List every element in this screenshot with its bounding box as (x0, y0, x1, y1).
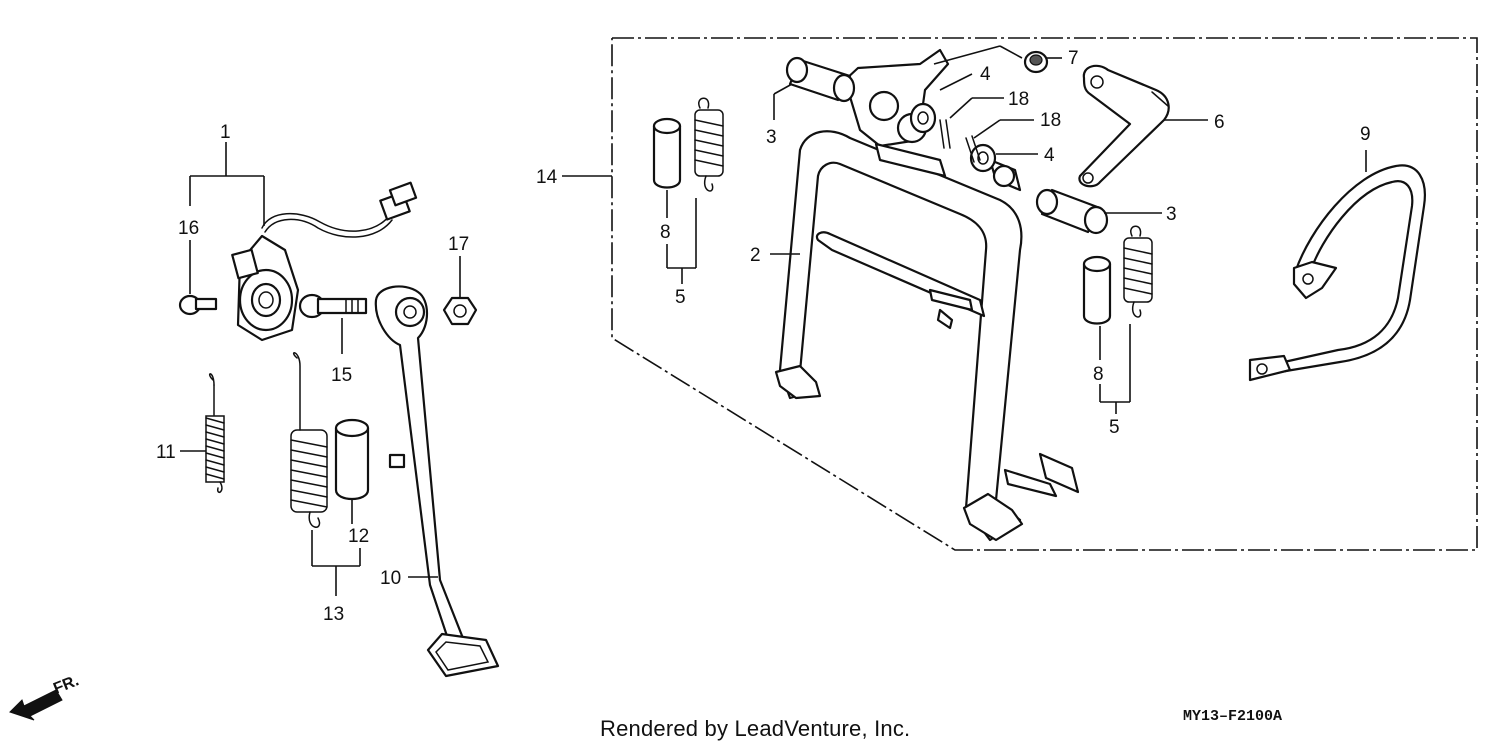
pivot-bolt-15[interactable] (298, 293, 368, 319)
callout-16: 16 (178, 218, 199, 239)
callout-13: 13 (323, 604, 344, 625)
grab-bar-9[interactable] (1248, 164, 1426, 382)
cotter-pin-18-lower[interactable] (965, 135, 981, 163)
collar-8-right[interactable] (1082, 255, 1112, 325)
callouts: 1 16 17 15 11 12 13 10 14 2 3 3 4 4 7 18… (156, 48, 1371, 625)
callout-7: 7 (1068, 48, 1079, 69)
callout-3-upper: 3 (766, 127, 777, 148)
callout-5-left: 5 (675, 287, 686, 308)
pipe-3-lower[interactable] (1035, 188, 1109, 235)
spring-5-left[interactable] (694, 97, 724, 192)
callout-4-upper: 4 (980, 64, 991, 85)
leader-lines (180, 45, 1367, 596)
callout-3-lower: 3 (1166, 204, 1177, 225)
spring-13[interactable] (290, 352, 328, 528)
callout-9: 9 (1360, 124, 1371, 145)
callout-8-left: 8 (660, 222, 671, 243)
callout-18-upper: 18 (1008, 89, 1029, 110)
front-label: FR. (51, 672, 81, 697)
main-stand-2[interactable] (774, 48, 1080, 542)
collar-8-left[interactable] (652, 117, 682, 189)
side-stand-10[interactable] (374, 285, 500, 678)
callout-12: 12 (348, 526, 369, 547)
callout-10: 10 (380, 568, 401, 589)
spring-11[interactable] (205, 373, 225, 494)
assembly-boundary (611, 37, 1478, 551)
callout-6: 6 (1214, 112, 1225, 133)
cotter-pin-18-upper[interactable] (939, 119, 951, 149)
callout-15: 15 (331, 365, 352, 386)
spring-5-right[interactable] (1123, 225, 1153, 318)
bracket-6[interactable] (1078, 64, 1170, 188)
callout-17: 17 (448, 234, 469, 255)
callout-1: 1 (220, 122, 231, 143)
callout-18-lower: 18 (1040, 110, 1061, 131)
callout-4-lower: 4 (1044, 145, 1055, 166)
callout-14: 14 (536, 167, 558, 188)
pipe-3-upper[interactable] (785, 56, 856, 103)
side-stand-switch[interactable] (231, 181, 418, 342)
washer-4-lower[interactable] (969, 143, 997, 173)
callout-2: 2 (750, 245, 761, 266)
callout-5-right: 5 (1109, 417, 1120, 438)
washer-4-upper[interactable] (909, 102, 937, 134)
footer-credit: Rendered by LeadVenture, Inc. (600, 716, 911, 741)
diagram-code: MY13–F2100A (1183, 708, 1283, 725)
front-arrow-icon: FR. (9, 672, 81, 721)
nut-17[interactable] (442, 296, 478, 326)
collar-12[interactable] (334, 418, 370, 501)
bolt-16[interactable] (178, 294, 218, 316)
cap-nut-7[interactable] (1023, 50, 1049, 74)
callout-8-right: 8 (1093, 364, 1104, 385)
callout-11: 11 (156, 442, 176, 463)
